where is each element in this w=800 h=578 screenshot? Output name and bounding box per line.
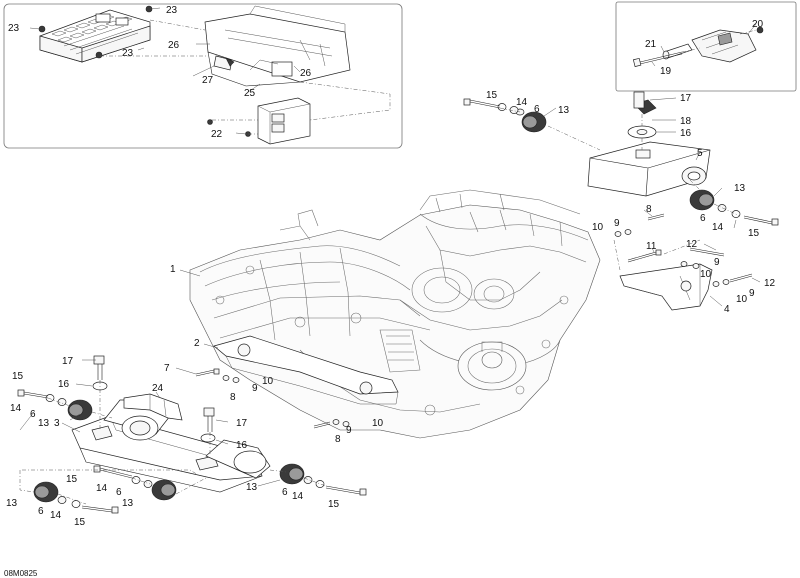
- callout-16: 16: [680, 128, 692, 139]
- callout-14: 14: [712, 222, 724, 233]
- callout-15: 15: [748, 228, 760, 239]
- callout-13: 13: [246, 482, 258, 493]
- callout-10: 10: [262, 376, 274, 387]
- small-washers-drawing: [222, 229, 730, 427]
- callout-13: 13: [6, 498, 18, 509]
- callout-10: 10: [736, 294, 748, 305]
- callout-14: 14: [516, 97, 528, 108]
- leader-lines: [19, 97, 761, 487]
- mount-bracket-3-drawing: [71, 399, 271, 493]
- engine-assembly-1-drawing: [189, 189, 601, 439]
- callout-13: 13: [558, 105, 570, 116]
- callout-26: 26: [168, 40, 180, 51]
- inset-clamp-panel: [615, 1, 797, 92]
- clamp-20-drawing: [691, 26, 764, 63]
- callout-8: 8: [335, 434, 341, 445]
- callout-10: 10: [372, 418, 384, 429]
- rubber-mount-13-lower-drawing: [33, 399, 305, 503]
- callout-15: 15: [66, 474, 78, 485]
- callout-8: 8: [230, 392, 236, 403]
- callout-8: 8: [646, 204, 652, 215]
- callout-6: 6: [700, 213, 706, 224]
- bolts-drawing: [17, 98, 779, 514]
- spacer-21-drawing: [662, 43, 693, 60]
- callout-9: 9: [346, 425, 352, 436]
- callout-13: 13: [734, 183, 746, 194]
- callout-4: 4: [724, 304, 730, 315]
- callout-17: 17: [236, 418, 248, 429]
- callout-10: 10: [592, 222, 604, 233]
- callout-12: 12: [764, 278, 776, 289]
- callout-13: 13: [122, 498, 134, 509]
- drawing-reference-code: 08M0825: [4, 569, 38, 578]
- bolt-19-drawing: [632, 51, 683, 68]
- callout-21: 21: [645, 39, 657, 50]
- callout-16: 16: [58, 379, 70, 390]
- support-2-drawing: [213, 335, 399, 405]
- callout-15: 15: [486, 90, 498, 101]
- bracket-24-drawing: [123, 393, 183, 421]
- callout-24: 24: [152, 383, 164, 394]
- callout-23: 23: [8, 23, 20, 34]
- callout-19: 19: [660, 66, 672, 77]
- callout-27: 27: [202, 75, 214, 86]
- callout-16: 16: [236, 440, 248, 451]
- callout-26: 26: [300, 68, 312, 79]
- callout-6: 6: [282, 487, 288, 498]
- callout-9: 9: [252, 383, 258, 394]
- callout-10: 10: [700, 269, 712, 280]
- rubber-mount-13-upper-drawing: [515, 108, 715, 211]
- callout-9: 9: [749, 288, 755, 299]
- callout-6: 6: [30, 409, 36, 420]
- callout-15: 15: [328, 499, 340, 510]
- callout-25: 25: [244, 88, 256, 99]
- callout-6: 6: [534, 104, 540, 115]
- callout-18: 18: [680, 116, 692, 127]
- callout-13: 13: [38, 418, 50, 429]
- bracket-25-drawing: [204, 5, 351, 87]
- callout-labels: 23 23 23 26 26 27 25 22 20 21 19 15 14 6…: [6, 5, 776, 528]
- fuse-box-drawing: [39, 9, 151, 63]
- callout-14: 14: [50, 510, 62, 521]
- callout-15: 15: [74, 517, 86, 528]
- screw-23-drawing: [38, 5, 153, 59]
- callout-14: 14: [292, 491, 304, 502]
- callout-14: 14: [96, 483, 108, 494]
- callout-11: 11: [646, 241, 657, 252]
- callout-23: 23: [122, 48, 134, 59]
- callout-17: 17: [680, 93, 692, 104]
- callout-20: 20: [752, 19, 764, 30]
- callout-6: 6: [38, 506, 44, 517]
- callout-1: 1: [170, 264, 176, 275]
- bracket-22-drawing: [207, 97, 311, 145]
- callout-9: 9: [714, 257, 720, 268]
- callout-2: 2: [194, 338, 200, 349]
- callout-9: 9: [614, 218, 620, 229]
- support-4-drawing: [619, 263, 713, 311]
- callout-17: 17: [62, 356, 74, 367]
- callout-22: 22: [211, 129, 223, 140]
- callout-3: 3: [54, 418, 60, 429]
- callout-12: 12: [686, 239, 698, 250]
- callout-5: 5: [697, 148, 703, 159]
- inset-electrical-box-panel: [3, 3, 403, 149]
- washers-nuts-drawing: [45, 103, 741, 508]
- assembly-guide-lines: [19, 107, 741, 505]
- mount-5-drawing: [587, 91, 711, 197]
- callout-14: 14: [10, 403, 22, 414]
- callout-15: 15: [12, 371, 24, 382]
- callout-23: 23: [166, 5, 178, 16]
- callout-7: 7: [164, 363, 170, 374]
- callout-6: 6: [116, 487, 122, 498]
